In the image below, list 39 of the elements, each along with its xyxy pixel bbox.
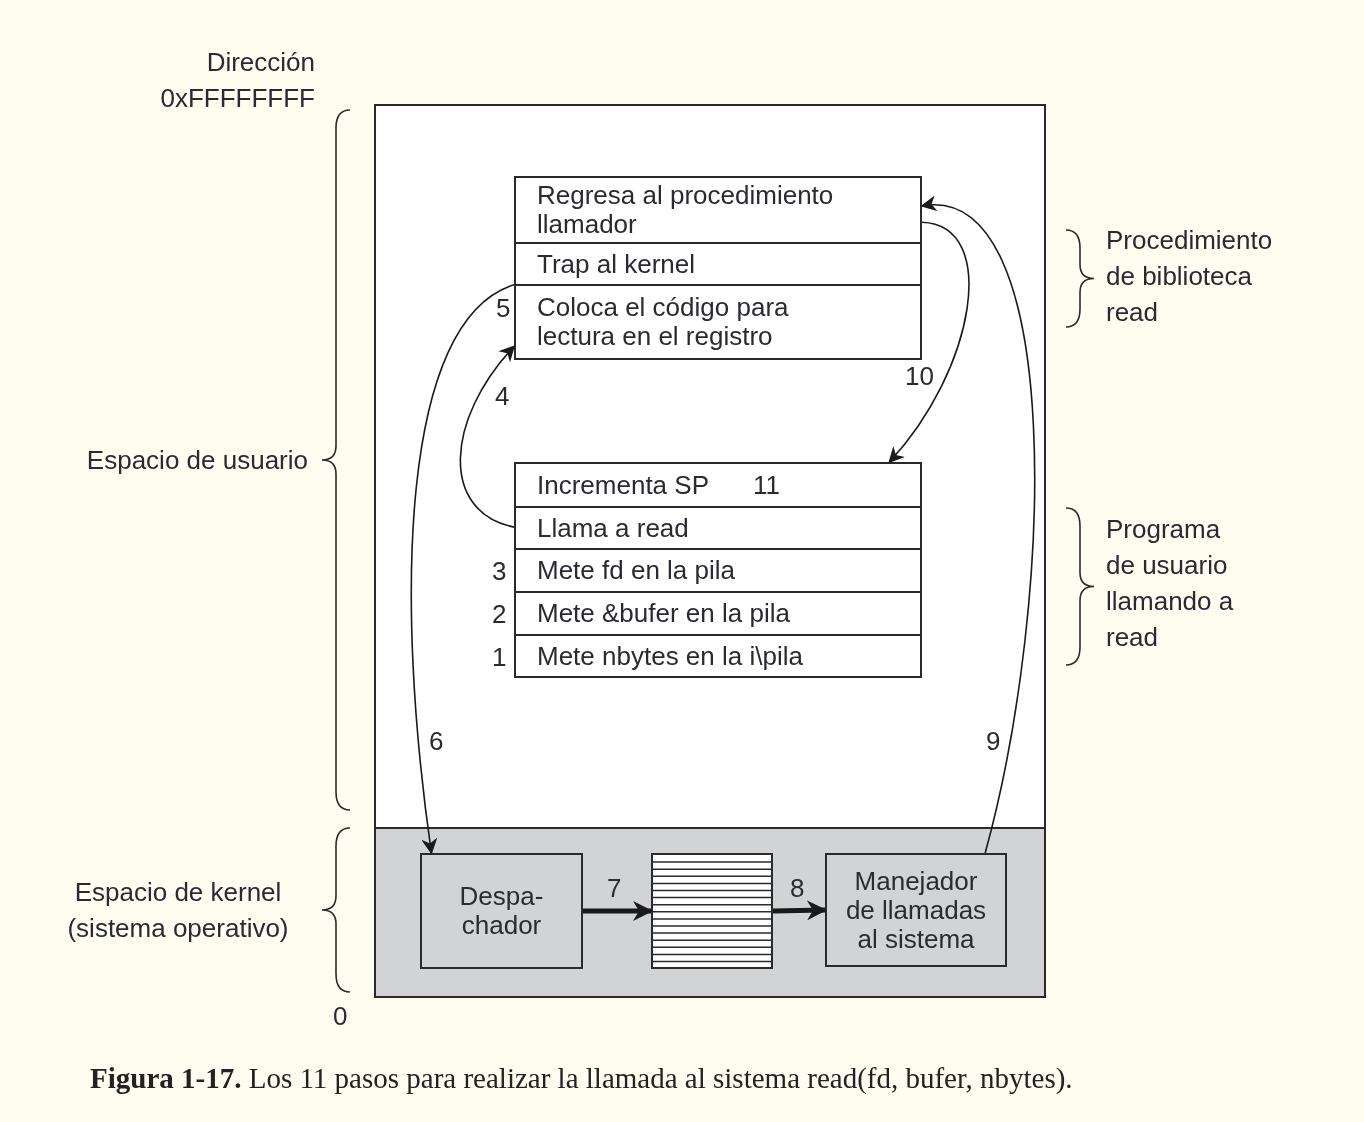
region-label: 0 bbox=[333, 1000, 349, 1033]
caption: Figura 1-17. Los 11 pasos para realizar la llamada al sistema read(fd, bufer, nbytes). bbox=[90, 1061, 1073, 1096]
stack-row bbox=[514, 634, 922, 678]
region-label: Procedimiento de biblioteca read bbox=[1106, 224, 1274, 329]
step-number: 3 bbox=[492, 557, 507, 585]
row-text: Despa- chador bbox=[458, 882, 545, 940]
arrow bbox=[772, 900, 827, 921]
row-text: Manejador de llamadas al sistema bbox=[844, 866, 988, 954]
step-number: 11 bbox=[753, 470, 780, 500]
region-label: Espacio de usuario bbox=[85, 444, 308, 477]
stack-row bbox=[514, 462, 922, 508]
row-text: Mete fd en la pila bbox=[537, 556, 735, 585]
row-text: Mete &bufer en la pila bbox=[537, 599, 790, 628]
region-label: Programa de usuario llamando a read bbox=[1106, 513, 1235, 654]
arrow bbox=[410, 283, 515, 855]
arrow bbox=[920, 199, 1036, 854]
stack-row bbox=[514, 591, 922, 636]
arrow bbox=[888, 221, 970, 464]
step-number: 2 bbox=[492, 600, 507, 628]
region-label: Espacio de kernel (sistema operativo) bbox=[66, 876, 290, 945]
stack-row bbox=[514, 284, 922, 360]
row-text: Mete nbytes en la i\pila bbox=[537, 641, 803, 671]
table-drawing bbox=[651, 853, 773, 969]
step-number: 1 bbox=[492, 643, 507, 671]
arrow bbox=[459, 345, 516, 528]
stack-row bbox=[514, 548, 922, 593]
stack-row bbox=[514, 506, 922, 550]
step-number: 5 bbox=[496, 294, 511, 322]
region-label: Dirección 0xFFFFFFFF bbox=[159, 46, 315, 115]
arrow bbox=[583, 901, 653, 921]
process-box bbox=[825, 853, 1007, 967]
row-text: Incrementa SP bbox=[537, 470, 709, 500]
stack-row bbox=[514, 176, 922, 244]
row-text: Llama a read bbox=[537, 513, 689, 543]
stack-row bbox=[514, 242, 922, 286]
row-text: Coloca el código para lectura en el registro bbox=[537, 293, 790, 351]
row-text: Trap al kernel bbox=[537, 249, 695, 279]
process-box bbox=[420, 853, 583, 969]
row-text: Regresa al procedimiento llamador bbox=[537, 181, 835, 239]
